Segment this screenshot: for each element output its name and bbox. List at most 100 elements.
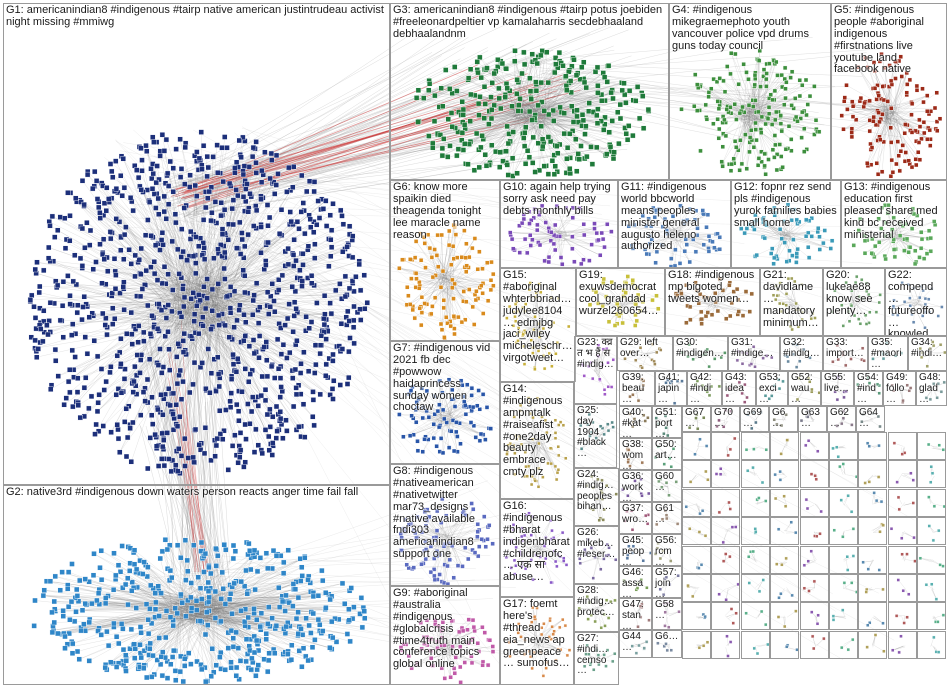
vertex[interactable] (103, 601, 108, 606)
vertex[interactable] (164, 216, 169, 221)
vertex[interactable] (477, 55, 482, 60)
vertex[interactable] (113, 159, 118, 164)
vertex[interactable] (790, 70, 794, 74)
vertex[interactable] (306, 577, 311, 582)
vertex[interactable] (515, 77, 520, 82)
vertex[interactable] (188, 229, 193, 234)
vertex[interactable] (42, 588, 47, 593)
vertex[interactable] (252, 650, 257, 655)
vertex[interactable] (347, 618, 352, 623)
vertex[interactable] (935, 129, 939, 133)
vertex[interactable] (915, 84, 919, 88)
vertex[interactable] (198, 298, 203, 303)
vertex[interactable] (188, 173, 193, 178)
vertex[interactable] (226, 646, 231, 651)
vertex[interactable] (767, 105, 771, 109)
vertex[interactable] (279, 385, 284, 390)
vertex[interactable] (183, 464, 188, 469)
vertex[interactable] (70, 562, 75, 567)
vertex[interactable] (341, 222, 346, 227)
vertex[interactable] (168, 568, 173, 573)
vertex[interactable] (113, 286, 118, 291)
vertex[interactable] (286, 262, 291, 267)
vertex[interactable] (539, 124, 544, 129)
vertex[interactable] (281, 342, 286, 347)
vertex[interactable] (216, 313, 221, 318)
vertex[interactable] (904, 151, 908, 155)
vertex[interactable] (766, 117, 770, 121)
vertex[interactable] (729, 72, 733, 76)
vertex[interactable] (265, 290, 270, 295)
vertex[interactable] (121, 257, 126, 262)
vertex[interactable] (73, 196, 78, 201)
vertex[interactable] (583, 124, 588, 129)
vertex[interactable] (747, 77, 751, 81)
vertex[interactable] (324, 362, 329, 367)
vertex[interactable] (873, 86, 877, 90)
vertex[interactable] (530, 52, 535, 57)
vertex[interactable] (872, 115, 876, 119)
vertex[interactable] (250, 154, 255, 159)
vertex[interactable] (158, 347, 163, 352)
vertex[interactable] (111, 587, 116, 592)
vertex[interactable] (258, 555, 263, 560)
vertex[interactable] (289, 643, 294, 648)
vertex[interactable] (540, 137, 545, 142)
vertex[interactable] (220, 232, 225, 237)
vertex[interactable] (275, 337, 280, 342)
vertex[interactable] (140, 168, 145, 173)
vertex[interactable] (740, 162, 744, 166)
vertex[interactable] (245, 402, 250, 407)
vertex[interactable] (127, 568, 132, 573)
vertex[interactable] (122, 185, 127, 190)
vertex[interactable] (210, 308, 215, 313)
vertex[interactable] (723, 90, 727, 94)
vertex[interactable] (345, 309, 350, 314)
vertex[interactable] (96, 400, 101, 405)
vertex[interactable] (207, 189, 212, 194)
vertex[interactable] (476, 70, 481, 75)
vertex[interactable] (889, 140, 893, 144)
vertex[interactable] (474, 131, 479, 136)
vertex[interactable] (540, 144, 545, 149)
vertex[interactable] (75, 310, 80, 315)
vertex[interactable] (148, 641, 153, 646)
vertex[interactable] (267, 407, 272, 412)
vertex[interactable] (918, 158, 922, 162)
vertex[interactable] (333, 288, 338, 293)
vertex[interactable] (784, 80, 788, 84)
vertex[interactable] (129, 310, 134, 315)
vertex[interactable] (203, 551, 208, 556)
vertex[interactable] (175, 424, 180, 429)
vertex[interactable] (206, 580, 211, 585)
vertex[interactable] (308, 225, 313, 230)
vertex[interactable] (479, 75, 484, 80)
vertex[interactable] (104, 379, 109, 384)
vertex[interactable] (118, 569, 123, 574)
vertex[interactable] (562, 111, 567, 116)
vertex[interactable] (229, 660, 234, 665)
vertex[interactable] (626, 123, 631, 128)
vertex[interactable] (454, 89, 459, 94)
vertex[interactable] (220, 570, 225, 575)
vertex[interactable] (580, 112, 585, 117)
vertex[interactable] (322, 312, 327, 317)
vertex[interactable] (765, 72, 769, 76)
vertex[interactable] (50, 610, 55, 615)
vertex[interactable] (365, 300, 370, 305)
vertex[interactable] (243, 187, 248, 192)
vertex[interactable] (129, 332, 134, 337)
vertex[interactable] (352, 304, 357, 309)
vertex[interactable] (151, 653, 156, 658)
vertex[interactable] (329, 245, 334, 250)
vertex[interactable] (69, 333, 74, 338)
vertex[interactable] (147, 606, 152, 611)
vertex[interactable] (589, 144, 594, 149)
vertex[interactable] (814, 118, 818, 122)
vertex[interactable] (144, 143, 149, 148)
vertex[interactable] (67, 617, 72, 622)
vertex[interactable] (462, 141, 467, 146)
vertex[interactable] (223, 602, 228, 607)
vertex[interactable] (300, 251, 305, 256)
vertex[interactable] (594, 145, 599, 150)
